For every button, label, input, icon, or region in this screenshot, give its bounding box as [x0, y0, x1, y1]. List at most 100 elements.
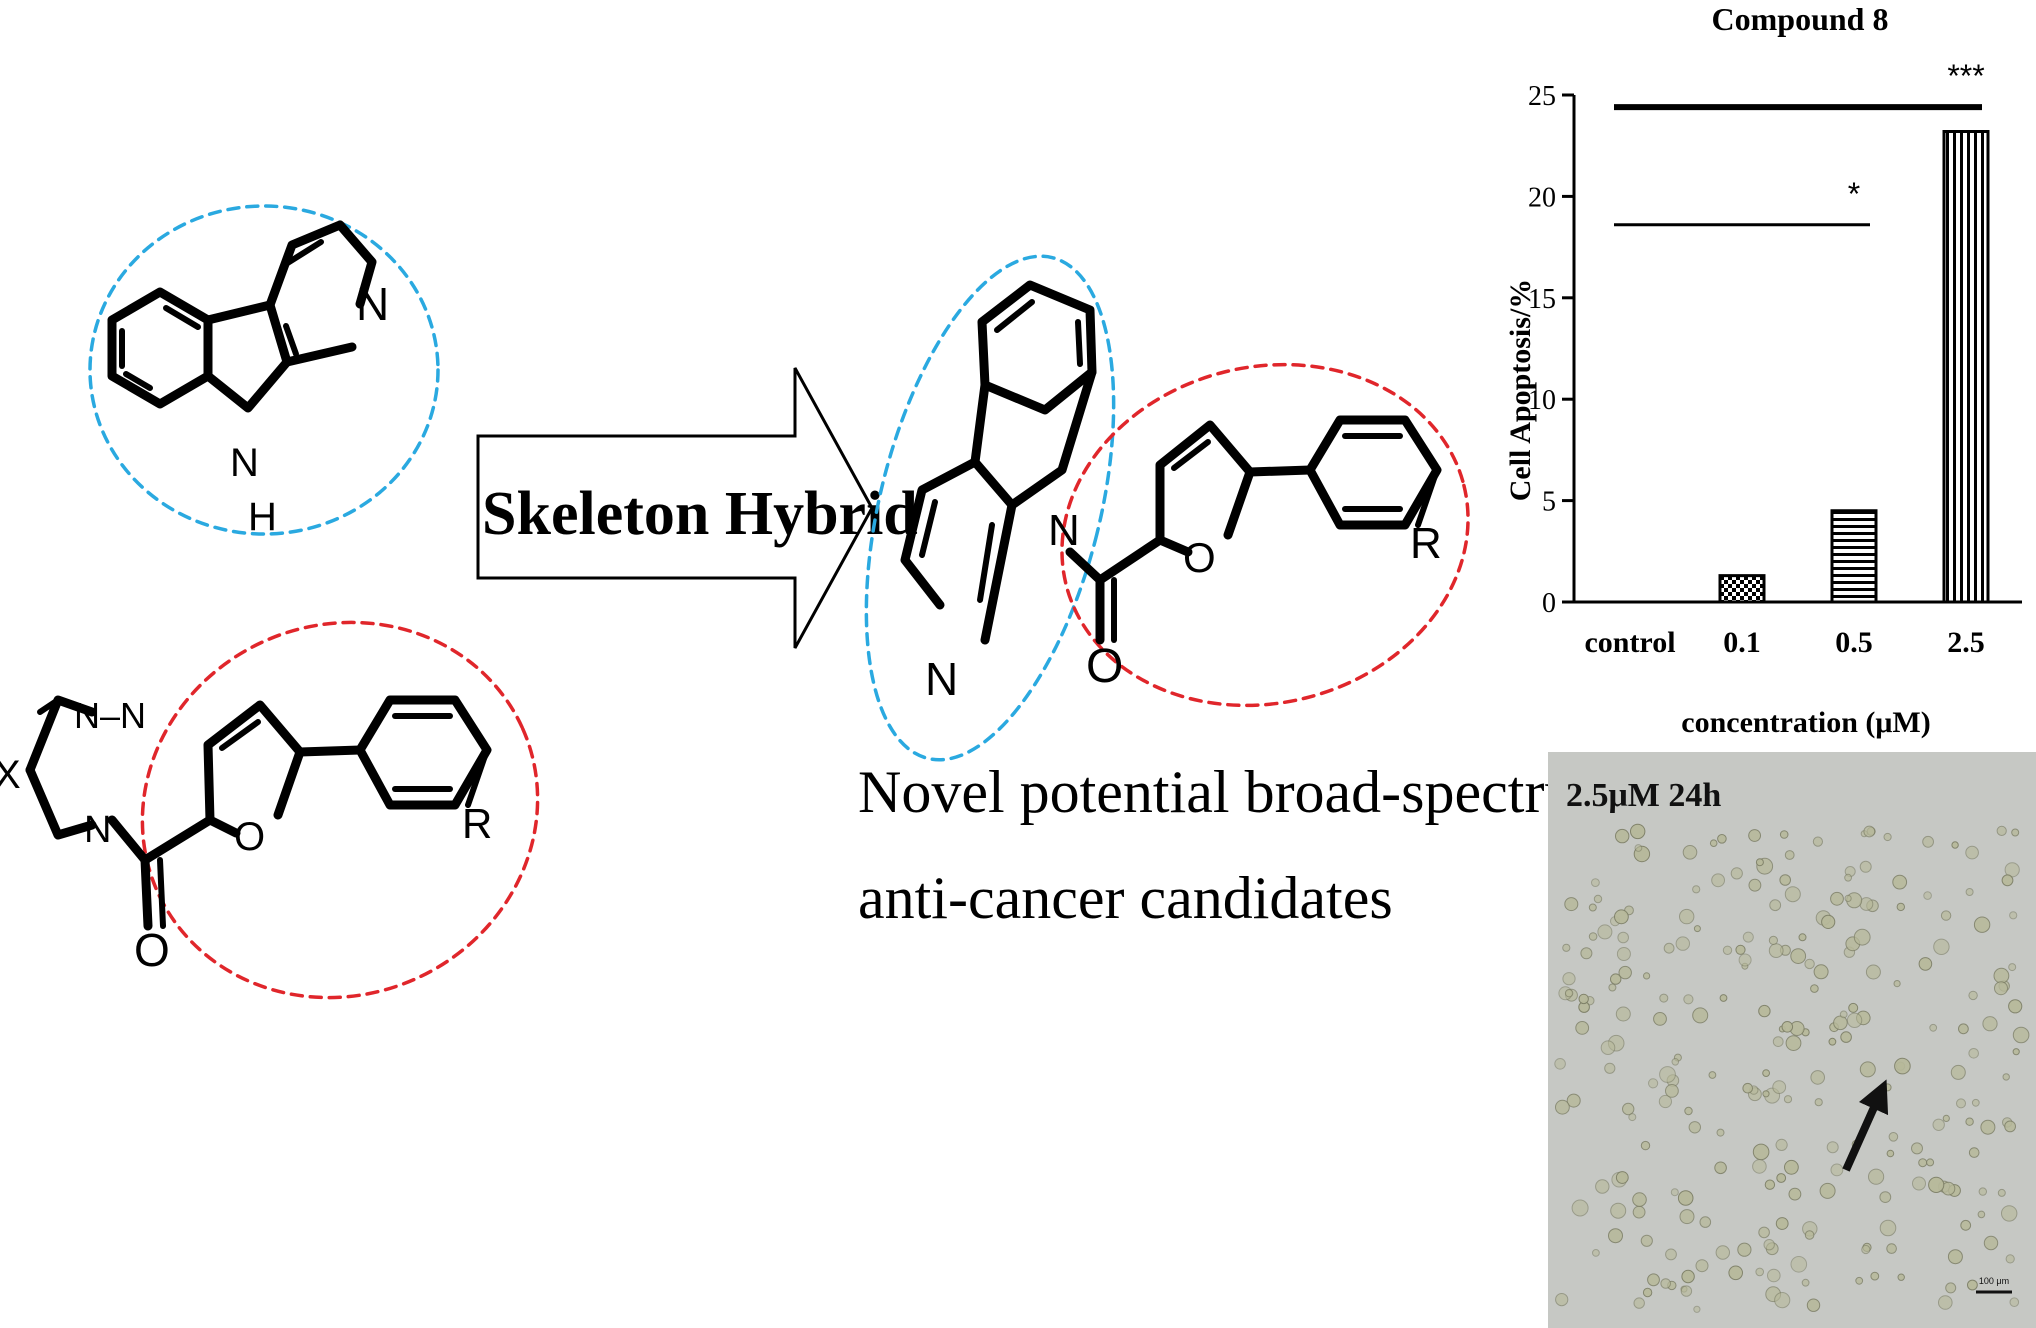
- cell-dot: [1614, 909, 1629, 925]
- bar-0.5: [1830, 509, 1878, 604]
- cell-dot: [1888, 1132, 1899, 1142]
- cell-dots: [1554, 823, 2030, 1313]
- cell-dot: [1617, 931, 1629, 944]
- blue-dashed-ellipse-hybrid: [864, 254, 1116, 762]
- cell-dot: [1679, 908, 1695, 925]
- cell-dot: [1648, 1078, 1659, 1089]
- cell-dot: [1844, 894, 1852, 903]
- cell-dot: [1564, 897, 1579, 912]
- cell-dot: [1615, 1171, 1629, 1184]
- cell-dot: [1578, 993, 1589, 1005]
- cell-dot: [1892, 874, 1908, 890]
- cell-dot: [1929, 1023, 1938, 1032]
- cell-dot: [1918, 957, 1933, 971]
- cell-dot: [1879, 1219, 1897, 1237]
- cell-dot: [1768, 935, 1779, 946]
- cell-dot: [1911, 1142, 1923, 1155]
- arrow-marker: [1842, 1079, 1889, 1172]
- cell-dot: [1555, 1099, 1570, 1115]
- significance-brackets: ****: [1614, 58, 1985, 227]
- cell-dot: [1588, 932, 1598, 941]
- r-group-left: R: [462, 800, 492, 847]
- cell-dot: [1978, 1187, 1988, 1196]
- cell-dot: [1859, 1061, 1876, 1078]
- cell-dot: [2011, 828, 2020, 837]
- cell-dot: [1971, 1098, 1980, 1107]
- cell-dot: [1764, 1179, 1776, 1190]
- cell-dot: [1675, 936, 1691, 951]
- bars: [1718, 130, 1990, 604]
- cell-dot: [1632, 1192, 1647, 1207]
- cell-dot: [1859, 860, 1872, 873]
- cell-dot: [1742, 1082, 1753, 1094]
- cell-dot: [1615, 828, 1630, 844]
- cell-dot: [1806, 1298, 1821, 1312]
- cell-dot: [1918, 1158, 1928, 1168]
- cell-dot: [1774, 1292, 1791, 1309]
- bar-0.1: [1718, 574, 1766, 604]
- hybrid-indole-n: N: [1048, 506, 1080, 555]
- caption-line-2: anti-cancer candidates: [858, 865, 1393, 931]
- cell-dot: [1640, 1140, 1651, 1151]
- cell-dot: [2001, 874, 2014, 887]
- y-tick-label: 15: [1528, 284, 1556, 315]
- cell-dot: [2008, 963, 2017, 972]
- skeleton-hybrid-arrow: Skeleton Hybrid: [476, 367, 918, 649]
- cell-dot: [1597, 924, 1613, 940]
- cell-dot: [1968, 1147, 1980, 1158]
- cell-dot: [1870, 1271, 1880, 1281]
- cell-dot: [1688, 1121, 1702, 1134]
- r-group-hybrid: R: [1410, 519, 1442, 568]
- triazole-n-n: N–N: [74, 695, 146, 736]
- cell-dot: [1982, 1016, 1998, 1032]
- cell-dot: [1853, 928, 1871, 946]
- cell-dot: [1833, 1015, 1848, 1031]
- cell-dot: [1928, 1176, 1945, 1194]
- cell-dot: [1932, 1118, 1945, 1132]
- cell-dot: [1634, 844, 1643, 852]
- x-tick-label: control: [1584, 626, 1675, 659]
- bar-2.5: [1942, 130, 1990, 604]
- cell-dot: [1950, 1064, 1966, 1080]
- cell-dot: [1772, 1036, 1784, 1047]
- cell-dot: [1813, 964, 1829, 980]
- cell-dot: [1737, 1242, 1752, 1257]
- cell-dot: [1575, 1021, 1590, 1035]
- cell-dot: [1965, 888, 1974, 896]
- cell-dot: [1814, 1098, 1823, 1107]
- cell-dot: [1752, 1159, 1767, 1174]
- cell-dot: [2002, 1073, 2010, 1081]
- x-tick-label: 0.1: [1723, 626, 1761, 659]
- cell-dot: [1879, 1191, 1892, 1203]
- cell-dot: [2008, 999, 2023, 1014]
- cell-dot: [1960, 1219, 1972, 1231]
- cell-dot: [1671, 1058, 1680, 1066]
- cell-dot: [1942, 1114, 1950, 1123]
- cell-dot: [1821, 914, 1836, 930]
- significance-label: *: [1848, 176, 1860, 212]
- cell-dot: [1604, 1062, 1616, 1074]
- cell-dot: [1977, 1210, 1986, 1219]
- cell-dot: [1863, 825, 1876, 838]
- cell-dot: [1810, 984, 1819, 993]
- cell-dot: [1938, 1295, 1953, 1310]
- cell-dot: [1980, 1119, 1996, 1135]
- cell-dot: [1826, 1141, 1839, 1154]
- cell-dot: [1693, 925, 1701, 933]
- cell-dot: [1968, 1048, 1979, 1059]
- cell-dot: [1839, 1010, 1848, 1019]
- cell-dot: [1608, 983, 1617, 992]
- cell-dot: [1883, 832, 1892, 842]
- cell-dot: [1554, 1058, 1566, 1070]
- x-tick-label: 0.5: [1835, 626, 1873, 659]
- apoptosis-bar-chart: Compound 8 Cell Apoptosis/% concentratio…: [1504, 1, 2022, 739]
- cell-dot: [1848, 1002, 1859, 1013]
- cell-dot: [1632, 1205, 1646, 1219]
- cell-dot: [1779, 874, 1791, 886]
- cell-dot: [1983, 1235, 1999, 1251]
- cell-dot: [1640, 1234, 1653, 1247]
- cell-dot: [1660, 1278, 1671, 1289]
- cell-dot: [1951, 841, 1959, 849]
- cell-dot: [1630, 823, 1646, 840]
- cell-dot: [1738, 953, 1752, 967]
